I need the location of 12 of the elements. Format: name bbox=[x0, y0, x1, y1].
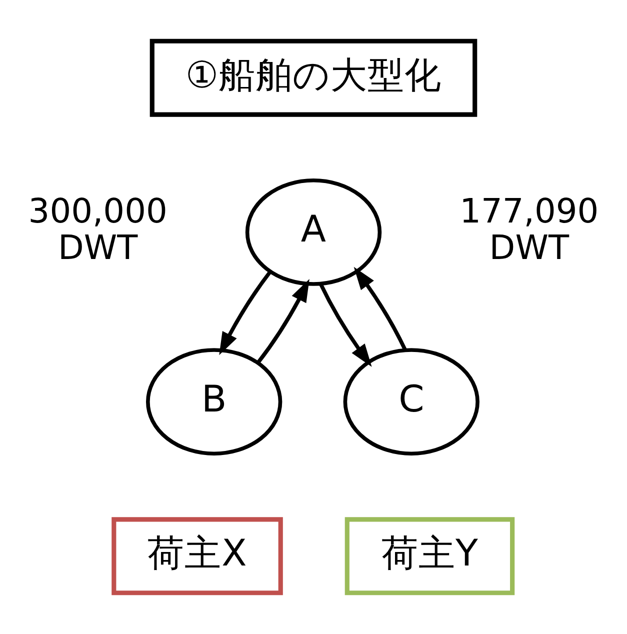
arrow bbox=[354, 266, 407, 351]
label: 177,090 DWT bbox=[460, 191, 599, 268]
node-ellipse: C bbox=[343, 348, 480, 456]
node-box: 荷主X bbox=[112, 517, 283, 596]
arrow bbox=[219, 270, 272, 356]
node-box: 荷主Y bbox=[344, 517, 515, 596]
node-box: ①船舶の大型化 bbox=[150, 38, 478, 117]
arrow bbox=[256, 278, 310, 364]
node-ellipse: A bbox=[245, 178, 382, 286]
arrow bbox=[319, 283, 372, 367]
node-ellipse: B bbox=[146, 348, 282, 456]
label: 300,000 DWT bbox=[28, 191, 168, 268]
